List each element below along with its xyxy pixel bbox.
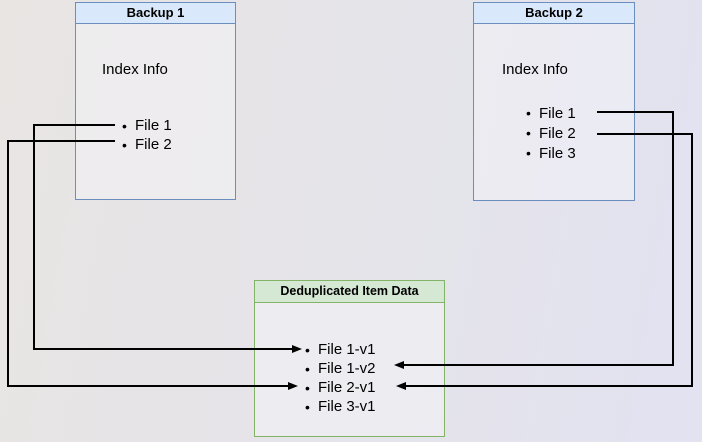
bullet-icon: • [305, 360, 310, 377]
dedup-title: Deduplicated Item Data [255, 281, 444, 303]
file-item-label: File 1 [135, 117, 172, 134]
file-item: • File 1 [526, 103, 576, 123]
backup1-box[interactable]: Backup 1 Index Info • File 1 • File 2 [75, 2, 236, 200]
file-item: • File 2-v1 [305, 378, 376, 397]
file-item-label: File 3 [539, 144, 576, 162]
file-item: • File 2 [122, 135, 172, 154]
bullet-icon: • [526, 105, 531, 121]
file-item-label: File 1 [539, 104, 576, 122]
deduplicated-item-data-box[interactable]: Deduplicated Item Data • File 1-v1 • File 1… [254, 280, 445, 437]
file-item-label: File 3-v1 [318, 398, 376, 415]
file-item: • File 2 [526, 123, 576, 143]
file-item: • File 1 [122, 116, 172, 135]
file-item: • File 3 [526, 143, 576, 163]
bullet-icon: • [305, 398, 310, 415]
bullet-icon: • [305, 379, 310, 396]
file-item-label: File 2 [539, 124, 576, 142]
file-item-label: File 2-v1 [318, 379, 376, 396]
bullet-icon: • [122, 136, 127, 153]
backup2-index-label: Index Info [502, 61, 568, 78]
file-item: • File 1-v1 [305, 340, 376, 359]
bullet-icon: • [122, 117, 127, 134]
backup2-title: Backup 2 [474, 3, 634, 24]
file-item-label: File 1-v2 [318, 360, 376, 377]
file-item: • File 1-v2 [305, 359, 376, 378]
bullet-icon: • [526, 145, 531, 161]
file-item: • File 3-v1 [305, 397, 376, 416]
backup1-title: Backup 1 [76, 3, 235, 24]
backup2-file-list: • File 1 • File 2 • File 3 [526, 103, 576, 163]
backup1-file-list: • File 1 • File 2 [122, 116, 172, 154]
bullet-icon: • [305, 341, 310, 358]
backup1-index-label: Index Info [102, 61, 168, 78]
file-item-label: File 2 [135, 136, 172, 153]
dedup-item-list: • File 1-v1 • File 1-v2 • File 2-v1 • File 3-v1 [305, 340, 376, 416]
backup2-box[interactable]: Backup 2 Index Info • File 1 • File 2 • File … [473, 2, 635, 201]
bullet-icon: • [526, 125, 531, 141]
file-item-label: File 1-v1 [318, 341, 376, 358]
